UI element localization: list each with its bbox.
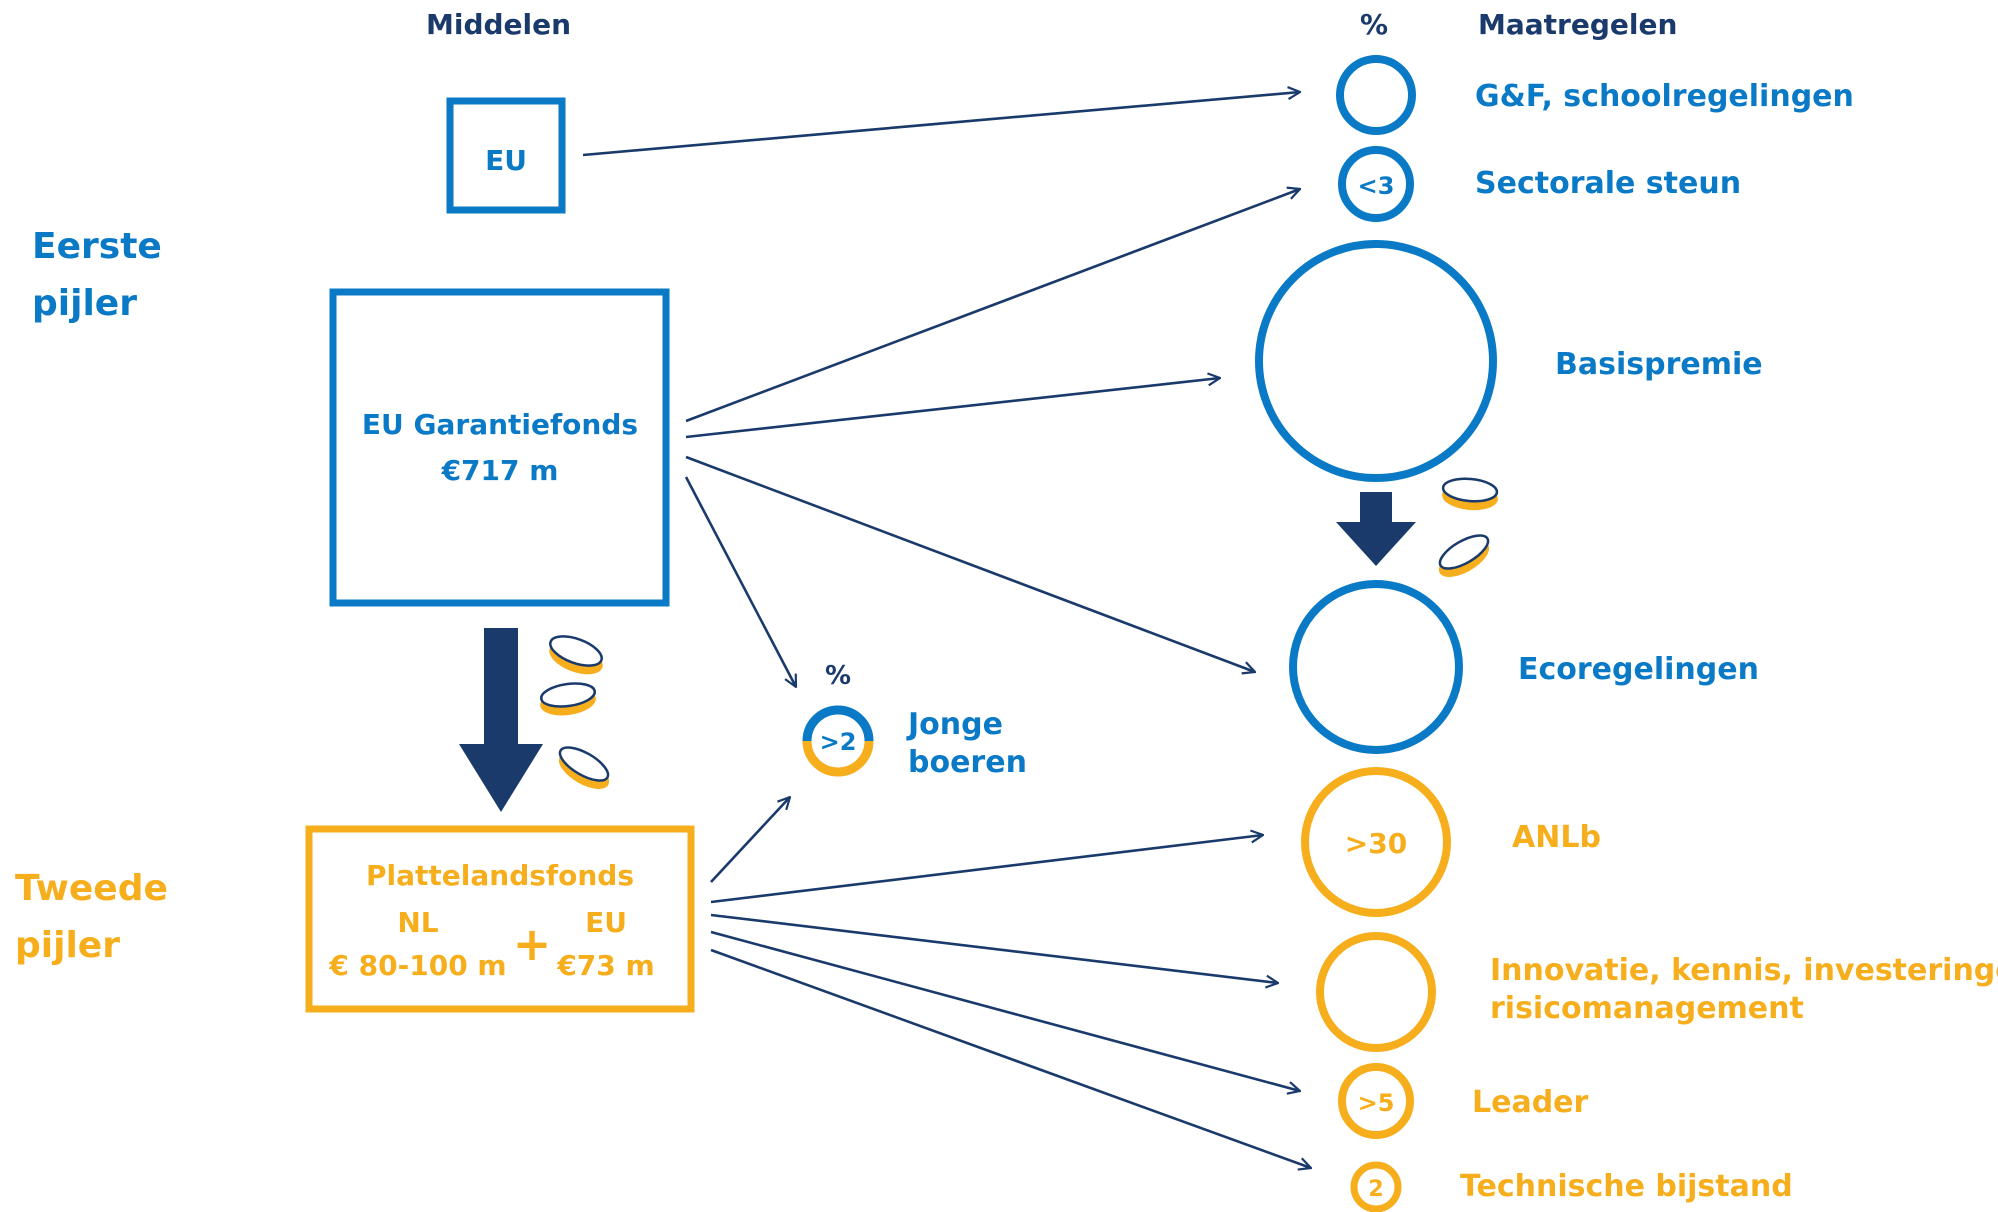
- measure-sectoral-circle: [1338, 146, 1414, 222]
- jonge-boeren-value: >2: [820, 728, 857, 756]
- coin-icon: [539, 682, 597, 716]
- measure-leader-circle: [1338, 1063, 1414, 1139]
- measure-innovatie-label-line1: Innovatie, kennis, investeringen,: [1490, 953, 1998, 988]
- pillar-first-line2: pijler: [32, 283, 137, 324]
- measure-leader-label: Leader: [1472, 1085, 1589, 1120]
- jonge-boeren-circle-bottom: [802, 740, 874, 777]
- pillar-first-line1: Eerste: [32, 226, 162, 267]
- measure-eco-label: Ecoregelingen: [1518, 652, 1759, 687]
- arrow-icon: [710, 797, 790, 883]
- arrow-icon: [685, 455, 1255, 672]
- measure-eco-circle: [1289, 580, 1463, 754]
- header-percent: %: [1360, 8, 1388, 41]
- measure-basis-circle: [1255, 240, 1497, 482]
- pillar-second-line2: pijler: [15, 925, 120, 966]
- arrow-icon: [582, 92, 1300, 157]
- measure-anlb-circle: [1301, 767, 1451, 917]
- arrow-icon: [710, 948, 1311, 1168]
- nl-label: NL: [397, 906, 438, 939]
- plattelandsfonds-box: [305, 825, 695, 1013]
- jonge-boeren-label-line1: Jonge: [906, 707, 1003, 742]
- jonge-boeren-circle-top: [802, 705, 874, 742]
- coin-icon: [549, 635, 603, 675]
- measure-sectoral-label: Sectorale steun: [1475, 166, 1741, 201]
- measure-leader-value: >5: [1358, 1089, 1395, 1117]
- arrow-icon: [685, 189, 1300, 423]
- measure-innovatie-circle: [1316, 932, 1436, 1052]
- pillar-second-line1: Tweede: [15, 868, 168, 909]
- plus-sign: +: [513, 917, 552, 971]
- garantiefonds-box: [329, 288, 670, 607]
- eu-box: [446, 97, 566, 214]
- eu-box-label: EU: [485, 144, 527, 177]
- jonge-boeren-percent: %: [825, 661, 851, 691]
- measure-basis-label: Basispremie: [1555, 347, 1763, 382]
- arrow-icon: [710, 835, 1263, 904]
- measure-sectoral-value: <3: [1358, 172, 1395, 200]
- eu-amount: €73 m: [556, 949, 654, 982]
- coin-icon: [1441, 477, 1499, 511]
- measure-gf-circle: [1336, 55, 1416, 135]
- nl-amount: € 80-100 m: [328, 949, 506, 982]
- measure-anlb-label: ANLb: [1512, 820, 1601, 855]
- measure-innovatie-label-line2: risicomanagement: [1490, 991, 1804, 1026]
- measure-technisch-label: Technische bijstand: [1460, 1169, 1793, 1204]
- coin-icon: [1438, 534, 1490, 577]
- arrow-icon: [685, 378, 1220, 439]
- down-arrow-icon: [1336, 492, 1416, 566]
- plattelandsfonds-name: Plattelandsfonds: [366, 859, 634, 892]
- header-middelen: Middelen: [426, 8, 571, 41]
- garantiefonds-name: EU Garantiefonds: [362, 408, 638, 441]
- measure-technisch-circle: [1350, 1161, 1402, 1212]
- jonge-boeren-label-line2: boeren: [908, 745, 1027, 780]
- measure-technisch-value: 2: [1368, 1177, 1383, 1202]
- measure-gf-label: G&F, schoolregelingen: [1475, 79, 1854, 114]
- coin-icon: [558, 746, 610, 789]
- header-maatregelen: Maatregelen: [1478, 8, 1677, 41]
- arrow-icon: [684, 476, 798, 687]
- measure-anlb-value: >30: [1345, 827, 1407, 860]
- garantiefonds-amount: €717 m: [441, 454, 559, 487]
- eu-label: EU: [585, 906, 627, 939]
- down-arrow-icon: [459, 628, 543, 812]
- arrow-icon: [710, 913, 1278, 983]
- arrow-icon: [710, 930, 1300, 1091]
